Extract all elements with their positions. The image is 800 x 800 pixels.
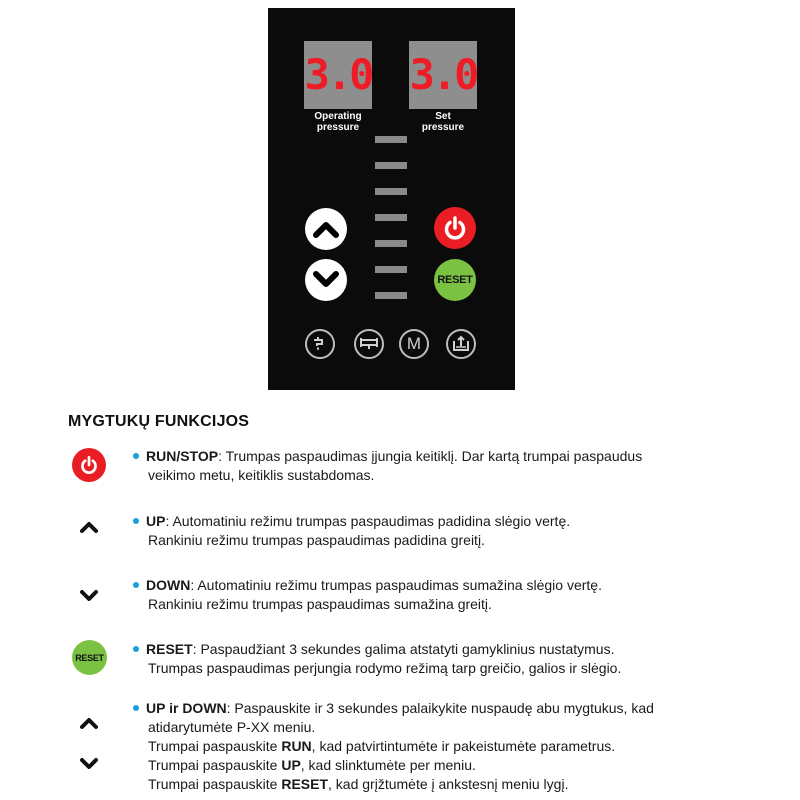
manual-mode-label: M: [406, 334, 422, 353]
run-stop-key: RUN/STOP: [146, 448, 219, 464]
reset-description: RESET: Paspaudžiant 3 sekundes galima at…: [133, 640, 621, 678]
caption-line: Set: [435, 111, 451, 122]
up-down-key: UP ir DOWN: [146, 700, 227, 716]
up-text: : Automatiniu režimu trumpas paspaudimas…: [165, 513, 571, 529]
operating-pressure-caption: Operating pressure: [298, 111, 378, 133]
run-stop-text: veikimo metu, keitiklis sustabdomas.: [148, 467, 375, 483]
down-chevron-icon: [80, 590, 98, 601]
up-down-text: Trumpai paspauskite RUN, kad patvirtintu…: [133, 737, 654, 756]
text-part: Trumpai paspauskite: [148, 757, 282, 773]
run-stop-text: : Trumpas paspaudimas įjungia keitiklį. …: [218, 448, 643, 464]
level-bar: [375, 292, 407, 299]
text-part: Trumpai paspauskite: [148, 738, 282, 754]
down-key: DOWN: [146, 577, 191, 593]
up-chevron-icon: [80, 718, 98, 729]
up-down-text: : Paspauskite ir 3 sekundes palaikykite …: [226, 700, 654, 716]
down-text: Rankiniu režimu trumpas paspaudimas suma…: [148, 596, 492, 612]
tank-mode-button[interactable]: [446, 329, 476, 359]
tap-icon: [314, 337, 323, 350]
level-bar: [375, 240, 407, 247]
up-down-text: Trumpai paspauskite RESET, kad grįžtumėt…: [133, 775, 654, 794]
reset-legend-label: RESET: [75, 652, 104, 663]
manual-mode-button[interactable]: M: [399, 329, 429, 359]
up-down-description: UP ir DOWN: Paspauskite ir 3 sekundes pa…: [133, 699, 654, 794]
caption-line: Operating: [314, 111, 362, 122]
level-bar: [375, 214, 407, 221]
reset-text: : Paspaudžiant 3 sekundes galima atstaty…: [192, 641, 615, 657]
text-part: Trumpai paspauskite: [148, 776, 282, 792]
reset-text: Trumpas paspaudimas perjungia rodymo rež…: [148, 660, 622, 676]
caption-line: pressure: [421, 122, 465, 133]
down-description: DOWN: Automatiniu režimu trumpas paspaud…: [133, 576, 602, 614]
pipe-icon: [360, 338, 378, 349]
set-pressure-value: 3.0: [409, 50, 480, 99]
up-down-text: atidarytumėte P-XX meniu.: [148, 719, 316, 735]
bullet-icon: [133, 705, 139, 711]
functions-heading: MYGTUKŲ FUNKCIJOS: [68, 413, 250, 430]
run-stop-description: RUN/STOP: Trumpas paspaudimas įjungia ke…: [133, 447, 642, 485]
bullet-icon: [133, 582, 139, 588]
text-part: , kad grįžtumėte į ankstesnį meniu lygį.: [328, 776, 569, 792]
up-chevron-icon: [80, 522, 98, 533]
text-part: , kad patvirtintumėte ir pakeistumėte pa…: [311, 738, 616, 754]
caption-line: pressure: [316, 122, 360, 133]
reset-button[interactable]: RESET: [434, 259, 476, 301]
tap-mode-button[interactable]: [305, 329, 335, 359]
down-chevron-icon: [80, 758, 98, 769]
reset-legend-icon: RESET: [72, 640, 107, 675]
up-down-text: Trumpai paspauskite UP, kad slinktumėte …: [133, 756, 654, 775]
text-part: , kad slinktumėte per meniu.: [300, 757, 476, 773]
up-key: UP: [146, 513, 166, 529]
control-panel: 3.0 3.0 Operating pressure Set pressure: [268, 8, 515, 390]
bullet-icon: [133, 646, 139, 652]
run-key: RUN: [281, 738, 312, 754]
set-pressure-display: 3.0: [409, 41, 480, 109]
reset-button-label: RESET: [437, 274, 473, 286]
up-description: UP: Automatiniu režimu trumpas paspaudim…: [133, 512, 570, 550]
level-bar: [375, 136, 407, 143]
down-arrow-icon: [313, 271, 339, 287]
reset-key: RESET: [146, 641, 193, 657]
up-text: Rankiniu režimu trumpas paspaudimas padi…: [148, 532, 485, 548]
bullet-icon: [133, 518, 139, 524]
up-key: UP: [281, 757, 301, 773]
operating-pressure-display: 3.0: [304, 41, 375, 109]
up-button[interactable]: [305, 208, 347, 250]
up-arrow-icon: [313, 222, 339, 238]
down-text: : Automatiniu režimu trumpas paspaudimas…: [190, 577, 602, 593]
level-bar: [375, 188, 407, 195]
power-icon: [81, 455, 97, 474]
operating-pressure-value: 3.0: [304, 50, 375, 99]
down-button[interactable]: [305, 259, 347, 301]
tank-level-icon: [453, 335, 469, 351]
level-indicator: [375, 136, 407, 318]
level-bar: [375, 162, 407, 169]
run-stop-button[interactable]: [434, 207, 476, 249]
set-pressure-caption: Set pressure: [403, 111, 483, 133]
level-bar: [375, 266, 407, 273]
pipe-mode-button[interactable]: [354, 329, 384, 359]
reset-key: RESET: [281, 776, 329, 792]
run-stop-legend-icon: [72, 448, 106, 482]
bullet-icon: [133, 453, 139, 459]
power-icon: [444, 216, 466, 240]
